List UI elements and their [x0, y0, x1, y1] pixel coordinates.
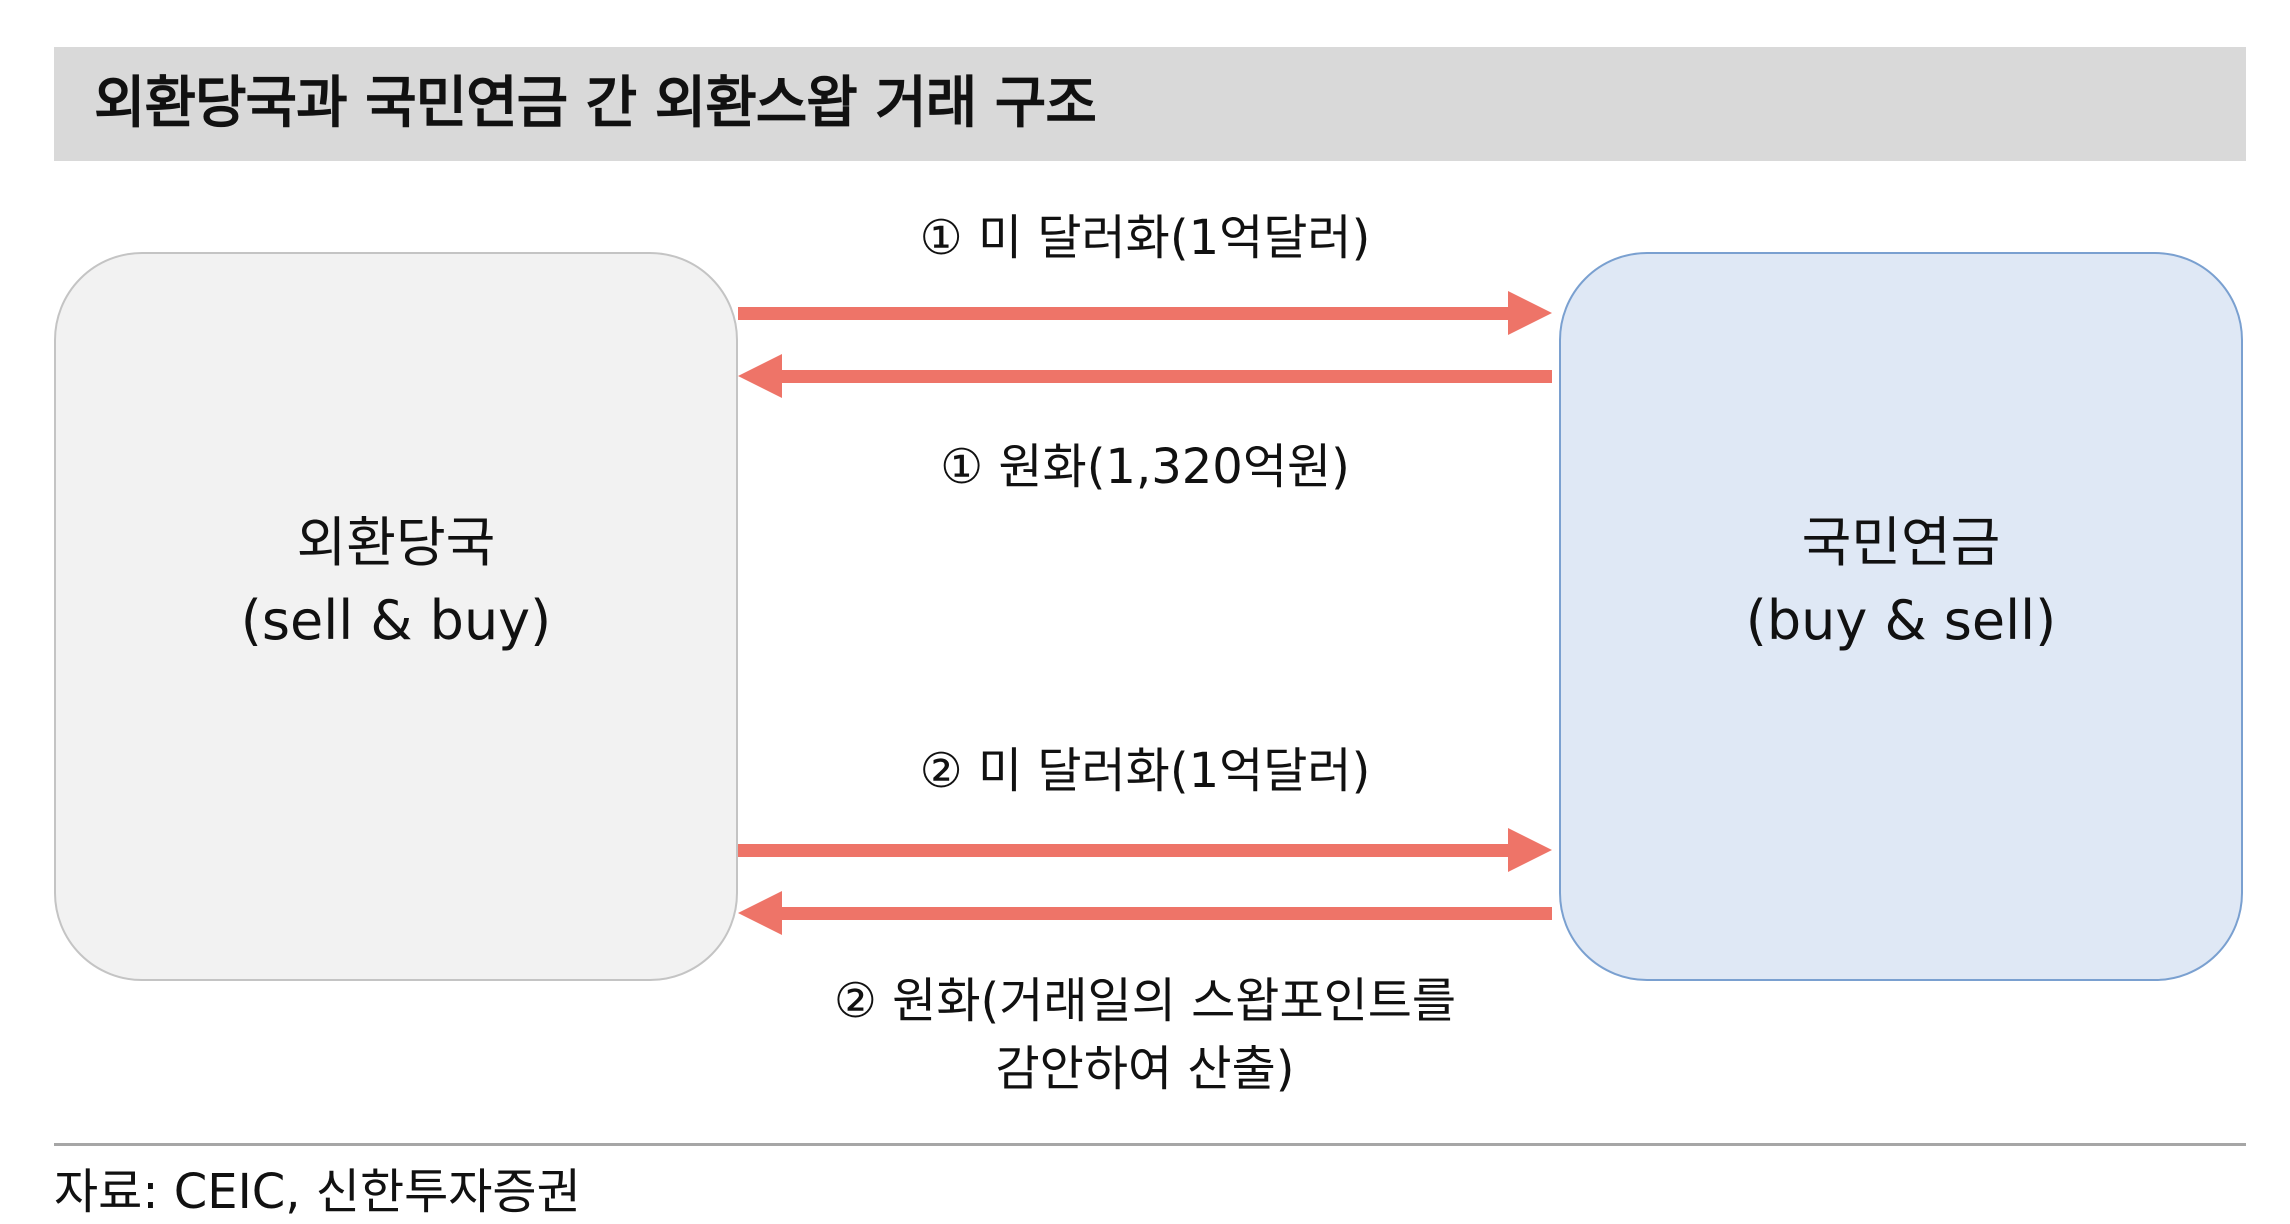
label-step2-krw-line2: 감안하여 산출) — [995, 1041, 1295, 1097]
title-bar: 외환당국과 국민연금 간 외환스왑 거래 구조 — [54, 47, 2246, 161]
label-step2-usd: ② 미 달러화(1억달러) — [919, 743, 1371, 799]
nps-box: 국민연금 (buy & sell) — [1559, 252, 2243, 981]
label-step1-usd: ① 미 달러화(1억달러) — [919, 210, 1371, 266]
nps-role: (buy & sell) — [1745, 588, 2057, 652]
arrow-step1-krw-left — [738, 354, 1552, 398]
nps-name: 국민연금 — [1801, 510, 2001, 574]
arrow-step2-krw-left — [738, 891, 1552, 935]
label-step2-krw-line1: ② 원화(거래일의 스왑포인트를 — [833, 973, 1457, 1029]
diagram-title: 외환당국과 국민연금 간 외환스왑 거래 구조 — [94, 71, 1097, 136]
arrow-step2-usd-right — [738, 828, 1552, 872]
source-note: 자료: CEIC, 신한투자증권 — [54, 1164, 581, 1220]
arrow-step1-usd-right — [738, 291, 1552, 335]
label-step1-krw: ① 원화(1,320억원) — [940, 439, 1350, 495]
fx-authority-name: 외환당국 — [296, 510, 496, 574]
fx-authority-role: (sell & buy) — [240, 588, 552, 652]
fx-authority-box: 외환당국 (sell & buy) — [54, 252, 738, 981]
footer-divider — [54, 1143, 2246, 1146]
